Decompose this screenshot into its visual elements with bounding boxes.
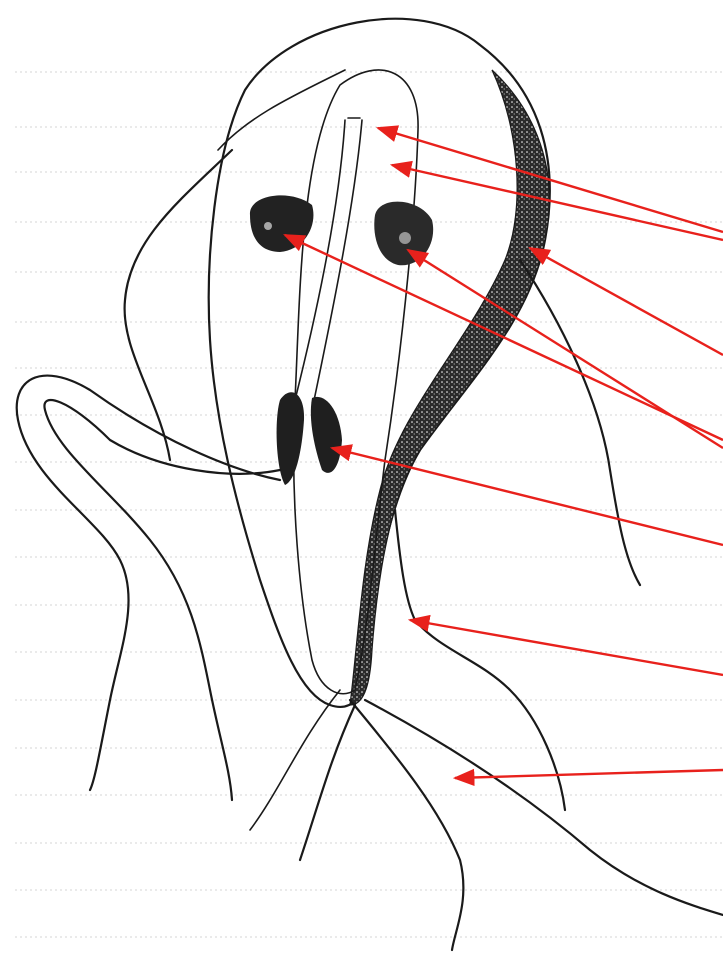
arrow-axostyle-lower [392, 165, 723, 240]
axostyle [295, 118, 362, 410]
cell-body [209, 19, 550, 707]
adhesive-disc-rim [350, 70, 549, 705]
pointer-arrows [285, 128, 723, 778]
arrow-ventral-disc [530, 248, 723, 355]
arrow-caudal-flagellum [455, 770, 723, 778]
arrow-lateral-flagellum [410, 620, 723, 675]
median-bodies [277, 392, 342, 485]
nuclei [250, 195, 433, 265]
arrow-axostyle-upper [378, 128, 723, 232]
